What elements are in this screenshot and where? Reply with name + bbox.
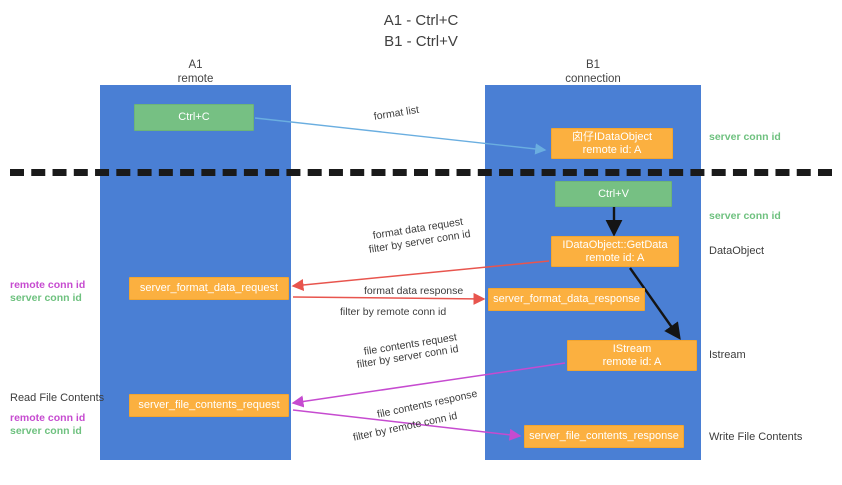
box-istream-line2: remote id: A (602, 355, 662, 368)
right-label-server-conn-id-mid: server conn id (709, 210, 781, 222)
filter-id-remote: remote conn id (376, 306, 447, 318)
right-label-server-conn-id-top: server conn id (709, 131, 781, 143)
box-idataobject[interactable]: 囟仔IDataObject remote id: A (551, 128, 673, 159)
box-server-file-contents-request-label: server_file_contents_request (138, 399, 280, 411)
filter-prefix: filter by (340, 306, 377, 318)
right-label-istream: Istream (709, 349, 746, 361)
box-istream[interactable]: IStream remote id: A (567, 340, 697, 371)
title-line-2: B1 - Ctrl+V (384, 33, 458, 50)
box-server-format-data-response[interactable]: server_format_data_response (488, 288, 645, 311)
box-server-file-contents-response[interactable]: server_file_contents_response (524, 425, 684, 448)
box-idataobject-line1: 囟仔IDataObject (571, 130, 653, 143)
box-server-file-contents-request[interactable]: server_file_contents_request (129, 394, 289, 417)
box-ctrl-c-line1: Ctrl+C (178, 111, 210, 123)
box-getdata-line2: remote id: A (585, 251, 645, 264)
filter-prefix: filter by (352, 424, 391, 444)
box-getdata-line1: IDataObject::GetData (562, 238, 668, 251)
lane-a1-sub: remote (177, 73, 214, 85)
lane-header-a1: A1 remote (100, 58, 291, 86)
left-label-remote-conn-id-top: remote conn id (10, 279, 86, 291)
box-server-format-data-request-label: server_format_data_request (139, 282, 279, 294)
lane-a1-name: A1 (188, 59, 203, 71)
lane-b1-sub: connection (565, 73, 621, 85)
phase-divider (10, 169, 832, 176)
left-label-read-file-contents: Read File Contents (10, 392, 105, 404)
filter-prefix: filter by (356, 353, 395, 371)
diagram-title: A1 - Ctrl+C B1 - Ctrl+V (0, 10, 842, 52)
box-istream-line1: IStream (612, 342, 652, 355)
label-format-list: format list (373, 103, 420, 123)
box-idataobject-line2: remote id: A (582, 143, 642, 156)
left-label-server-conn-id-bottom: server conn id (10, 425, 82, 437)
box-server-file-contents-response-label: server_file_contents_response (529, 430, 679, 442)
box-ctrl-v-line1: Ctrl+V (598, 187, 629, 200)
right-label-dataobject: DataObject (709, 245, 765, 257)
lane-header-b1: B1 connection (485, 58, 701, 86)
left-label-remote-conn-id-bottom: remote conn id (10, 412, 86, 424)
box-ctrl-c[interactable]: Ctrl+C (134, 104, 254, 131)
box-server-format-data-request[interactable]: server_format_data_request (129, 277, 289, 300)
label-format-data-response-filter: filter by remote conn id (340, 306, 446, 319)
label-format-data-response: format data response (364, 285, 464, 297)
title-line-1: A1 - Ctrl+C (383, 12, 459, 29)
right-label-write-file-contents: Write File Contents (709, 431, 803, 443)
left-label-server-conn-id-top: server conn id (10, 292, 82, 304)
box-idataobject-getdata[interactable]: IDataObject::GetData remote id: A (551, 236, 679, 267)
box-server-format-data-response-label: server_format_data_response (493, 293, 640, 305)
lane-b1-name: B1 (585, 59, 601, 71)
box-ctrl-v[interactable]: Ctrl+V (555, 181, 672, 207)
